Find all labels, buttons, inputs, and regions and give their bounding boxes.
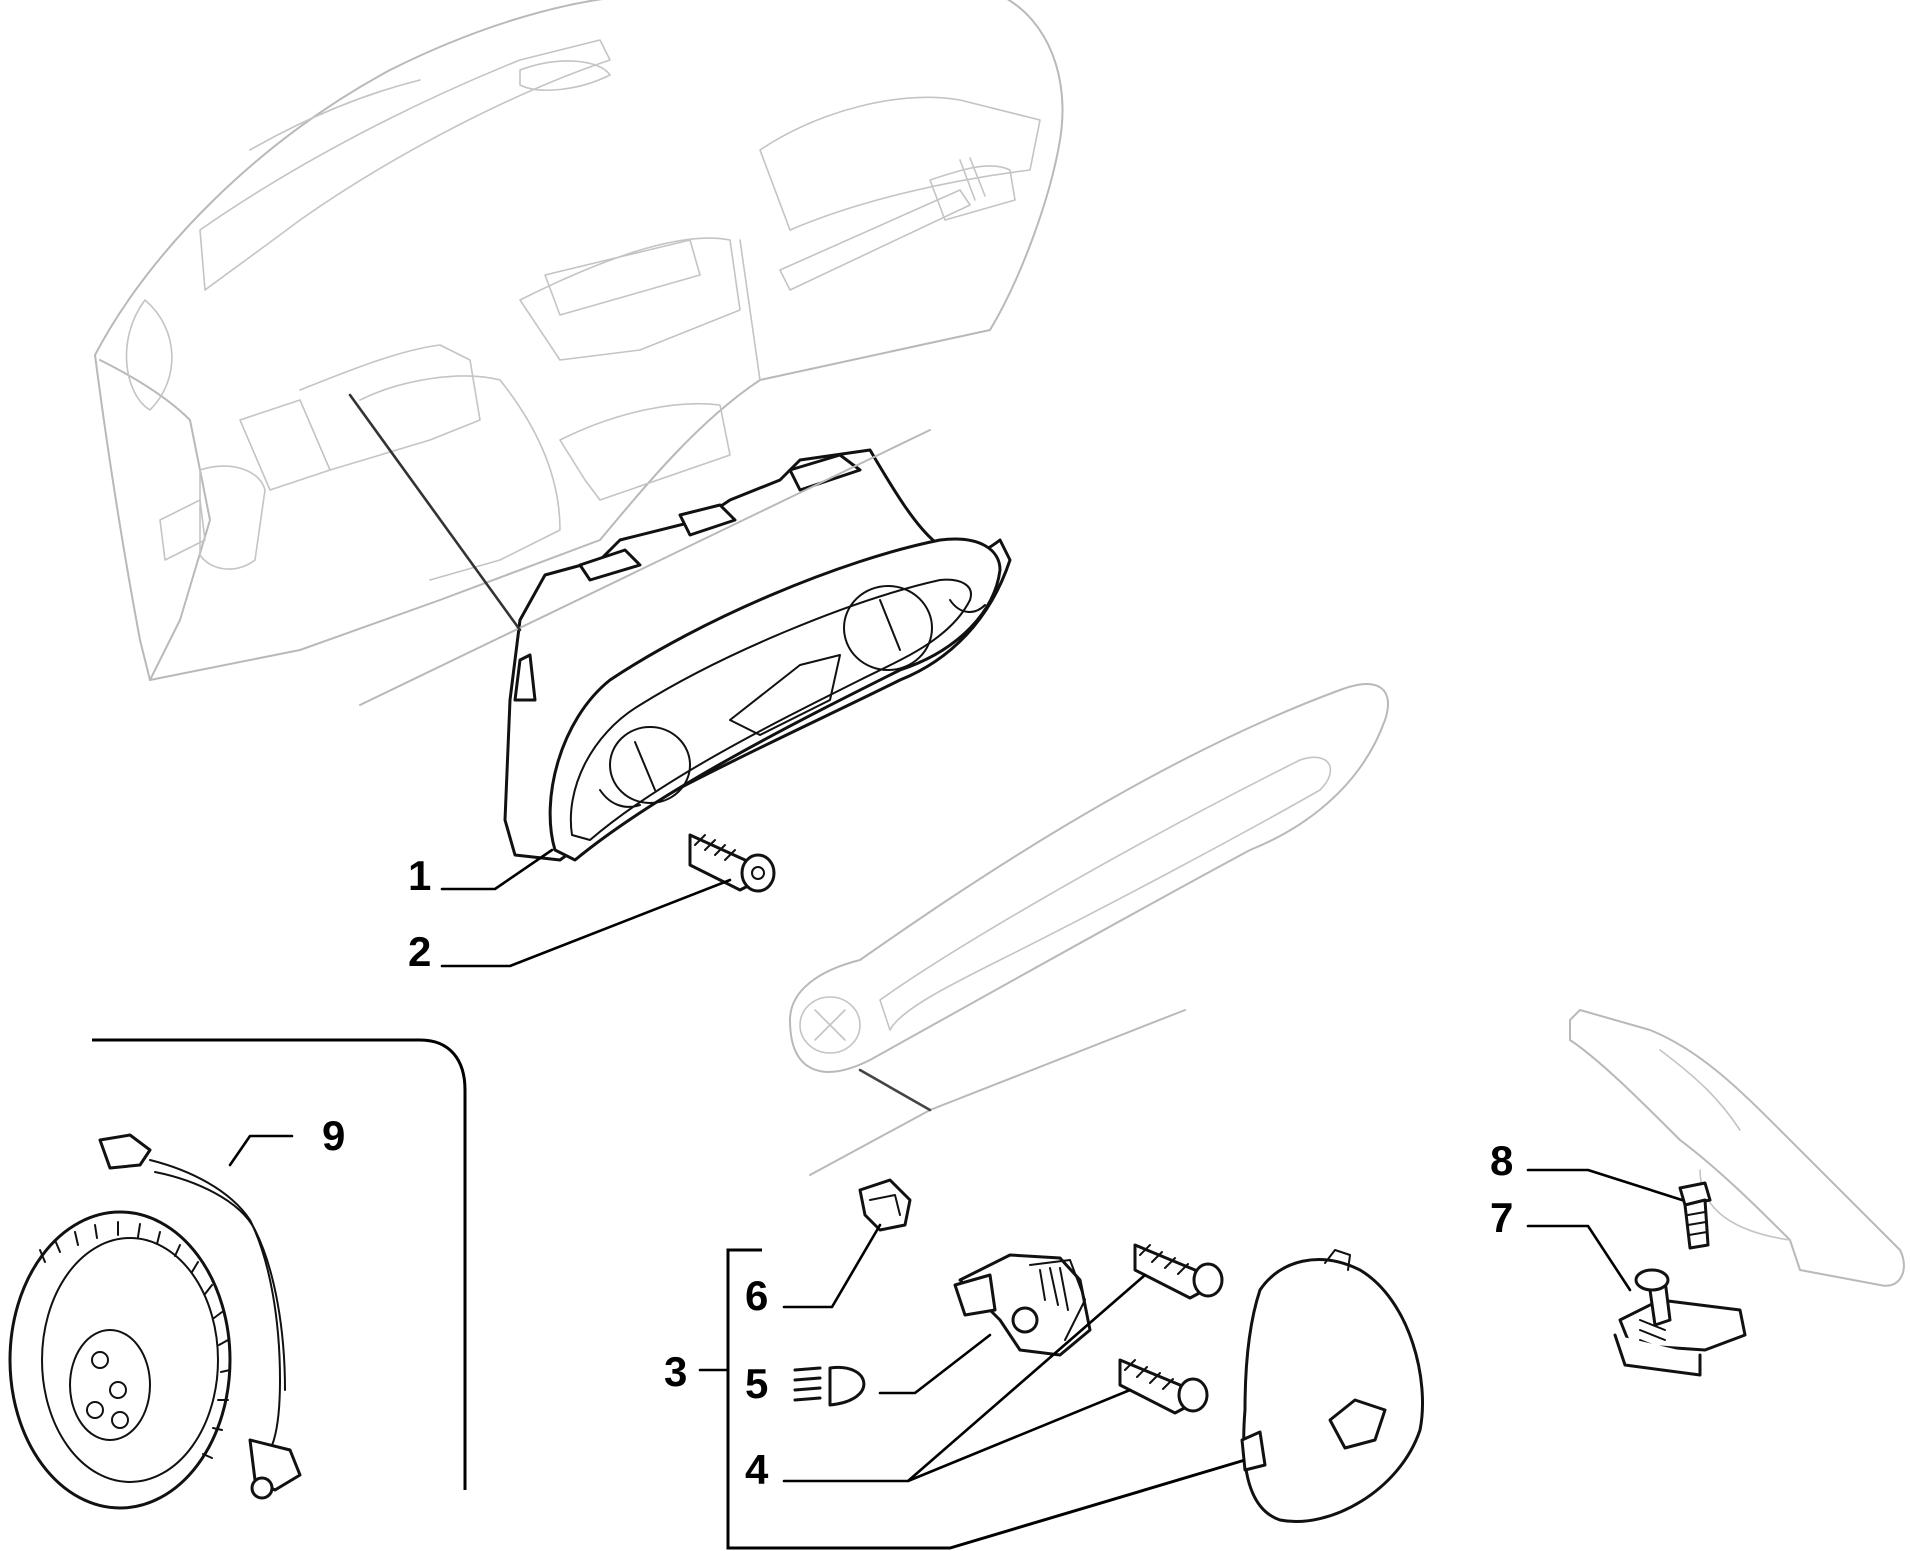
inset-frame: [92, 1038, 467, 1490]
handbrake-lever-outline: [1569, 1009, 1905, 1287]
headlamp-icon: [793, 1365, 866, 1407]
callout-3: 3: [664, 1348, 687, 1395]
flywheel: [8, 1210, 232, 1510]
screw-part-4-upper: [1133, 1243, 1224, 1300]
leader-8: [1526, 1168, 1684, 1202]
callout-7: 7: [1490, 1194, 1513, 1241]
leader-4: [782, 1273, 1147, 1483]
leader-1: [440, 848, 554, 891]
callout-8: 8: [1490, 1137, 1513, 1184]
trim-bezel-outline: [789, 683, 1389, 1073]
switch-part-7: [1613, 1268, 1747, 1377]
bolt-part-8: [1678, 1181, 1712, 1250]
leader-5: [878, 1333, 992, 1395]
button-cover: [1240, 1249, 1424, 1523]
leader-2: [440, 878, 732, 968]
leader-6: [782, 1223, 882, 1309]
clip-part-6: [858, 1178, 912, 1232]
callout-2: 2: [408, 928, 431, 975]
instrument-cluster: [503, 448, 1012, 862]
callout-4: 4: [745, 1446, 769, 1493]
callout-1: 1: [408, 852, 431, 899]
callout-9: 9: [322, 1112, 345, 1159]
leader-9: [228, 1134, 294, 1167]
switch-part-5: [953, 1253, 1092, 1357]
screw-part-4-lower: [1118, 1358, 1209, 1415]
leader-7: [1526, 1224, 1632, 1292]
screw-part-2: [688, 833, 776, 893]
callout-5: 5: [745, 1360, 768, 1407]
group-bracket-3: [726, 1248, 1246, 1550]
crankshaft-sensor: [98, 1133, 302, 1500]
callout-6: 6: [745, 1272, 768, 1319]
dashboard-outline: [94, 0, 1064, 681]
